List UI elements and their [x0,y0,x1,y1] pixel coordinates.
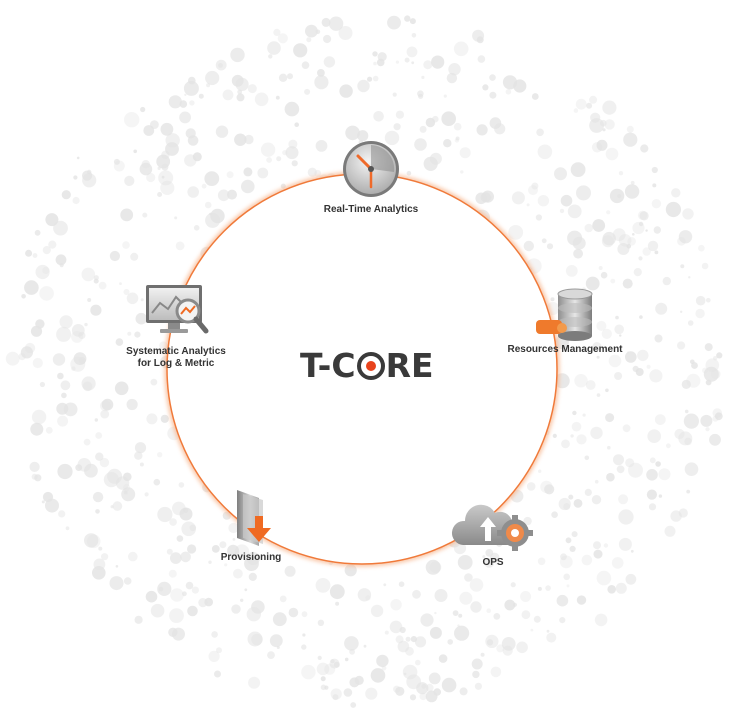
monitor-magnifier-icon [146,285,209,334]
node-systematic-analytics[interactable]: Systematic Analytics for Log & Metric [116,281,236,370]
systematic-analytics-label-line1: Systematic Analytics [126,346,226,357]
systematic-analytics-label-line2: for Log & Metric [137,358,215,369]
database-icon [536,288,593,341]
node-realtime-analytics[interactable]: Real-Time Analytics [316,138,426,216]
clock-icon [343,141,399,197]
node-ops[interactable]: OPS [448,495,538,569]
provisioning-label: Provisioning [220,552,282,563]
logo-o-ring-icon [356,352,385,380]
ops-label: OPS [482,557,504,568]
resources-management-label: Resources Management [507,344,623,355]
folder-download-icon [237,490,271,546]
cloud-gear-icon [451,504,533,551]
realtime-analytics-label: Real-Time Analytics [323,204,419,215]
node-resources-management[interactable]: Resources Management [505,288,625,356]
node-provisioning[interactable]: Provisioning [211,486,291,564]
